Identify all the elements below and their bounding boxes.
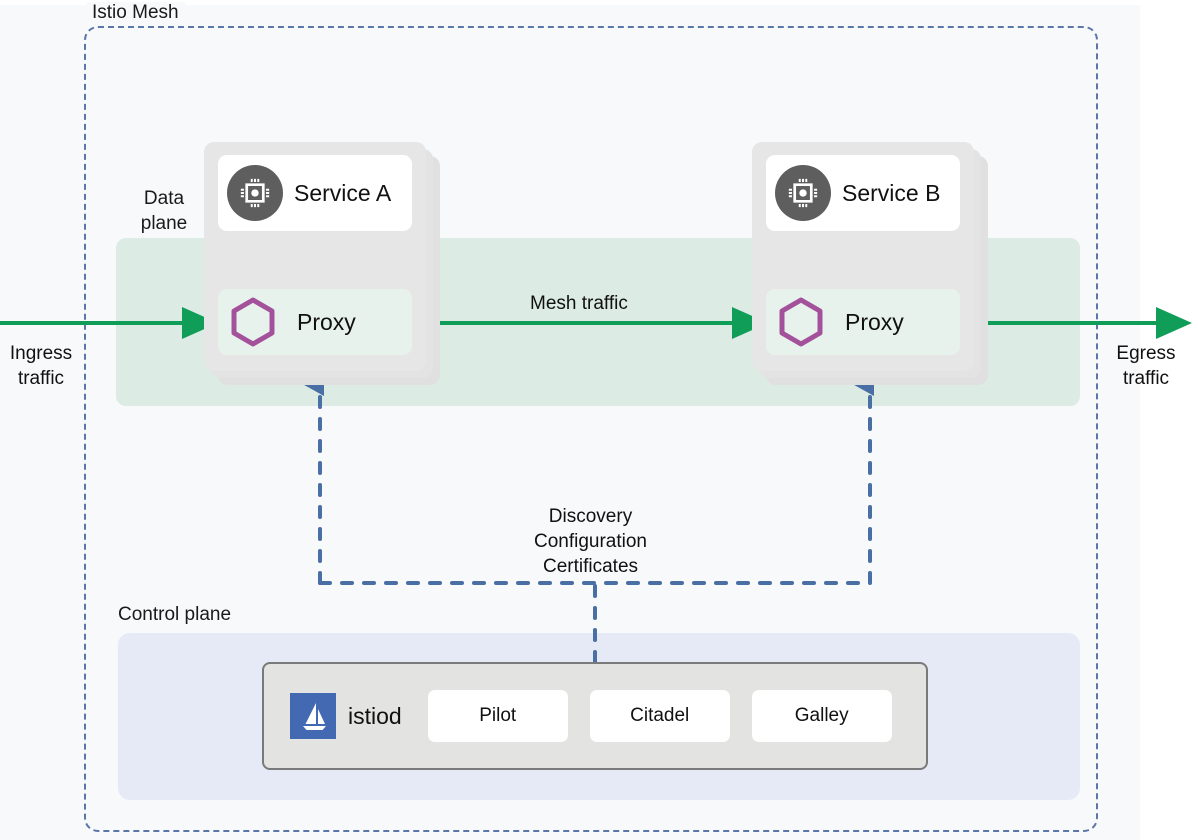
service-a-label: Service A <box>294 179 392 206</box>
istiod-component-galley[interactable]: Galley <box>751 690 892 742</box>
control-signal-discovery: Discovery <box>548 506 633 527</box>
chip-icon <box>775 165 831 221</box>
proxy-b-box[interactable]: Proxy <box>766 289 960 355</box>
control-signals-label: Discovery Configuration Certificates <box>498 504 683 579</box>
service-b-box[interactable]: Service B <box>766 155 960 231</box>
control-plane-label: Control plane <box>118 604 232 625</box>
proxy-b-label: Proxy <box>845 308 904 335</box>
istiod-panel[interactable]: istiod Pilot Citadel Galley <box>262 662 928 770</box>
pod-service-b[interactable]: Service B Proxy <box>752 142 988 385</box>
egress-traffic-line1: Egress <box>1116 343 1176 364</box>
control-signal-configuration: Configuration <box>533 531 648 552</box>
istiod-label: istiod <box>348 702 402 729</box>
page-right-margin <box>1140 0 1198 840</box>
proxy-a-box[interactable]: Proxy <box>218 289 412 355</box>
service-b-label: Service B <box>842 179 941 206</box>
mesh-traffic-label: Mesh traffic <box>530 293 628 314</box>
hexagon-icon <box>775 296 827 348</box>
egress-traffic-line2: traffic <box>1122 368 1170 389</box>
ingress-traffic-line2: traffic <box>17 368 65 389</box>
page-top-margin <box>0 0 1198 5</box>
hexagon-icon <box>227 296 279 348</box>
istiod-component-citadel[interactable]: Citadel <box>589 690 730 742</box>
egress-traffic-label: Egress traffic <box>1108 341 1184 391</box>
ingress-traffic-line1: Ingress <box>9 343 73 364</box>
control-signal-certificates: Certificates <box>542 556 639 577</box>
data-plane-label: Data plane <box>118 186 210 236</box>
istio-sail-logo-icon <box>290 693 336 739</box>
data-plane-label-line2: plane <box>140 213 188 234</box>
proxy-a-label: Proxy <box>297 308 356 335</box>
pod-service-a[interactable]: Service A Proxy <box>204 142 440 385</box>
chip-icon <box>227 165 283 221</box>
ingress-traffic-label: Ingress traffic <box>4 341 78 391</box>
service-a-box[interactable]: Service A <box>218 155 412 231</box>
istiod-component-pilot[interactable]: Pilot <box>427 690 568 742</box>
pod-b-body: Service B Proxy <box>752 142 974 371</box>
data-plane-label-line1: Data <box>143 188 185 209</box>
istio-mesh-boundary <box>84 26 1098 832</box>
istio-mesh-label: Istio Mesh <box>86 2 185 24</box>
pod-a-body: Service A Proxy <box>204 142 426 371</box>
